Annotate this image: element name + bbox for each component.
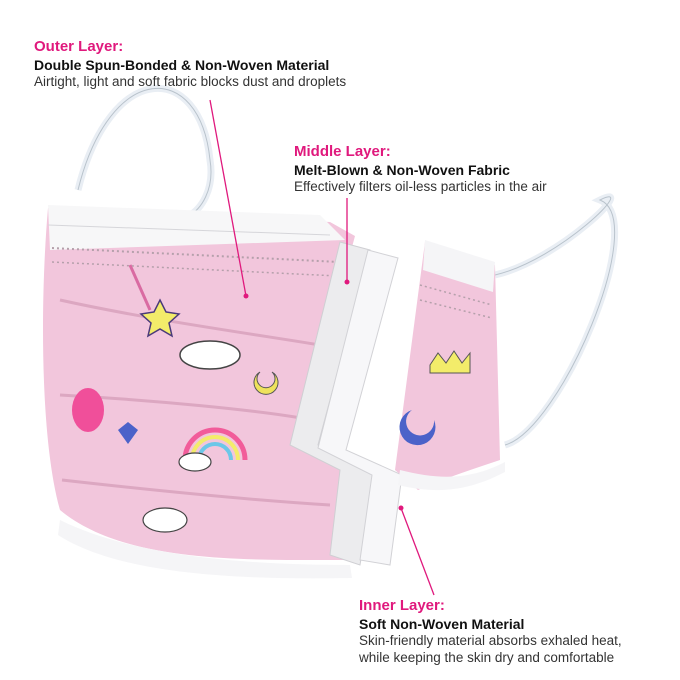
right-ear-loop-outline <box>494 196 616 446</box>
rainbow-print <box>182 427 248 461</box>
right-ear-loop <box>494 193 619 449</box>
middle-layer-heading: Middle Layer: <box>294 143 391 160</box>
inner-layer-subtitle: Soft Non-Woven Material <box>359 615 525 632</box>
inner-layer-callout: Inner Layer: Soft Non-Woven Material Ski… <box>359 597 622 667</box>
star-print <box>139 298 181 338</box>
inner-layer-leader-line <box>400 507 435 596</box>
moon-print-2 <box>399 410 436 446</box>
outer-layer-heading: Outer Layer: <box>34 38 124 55</box>
gem-print <box>118 422 138 444</box>
outer-layer-leader-line <box>209 99 247 297</box>
outer-layer-description: Airtight, light and soft fabric blocks d… <box>34 74 347 90</box>
inner-layer-leader-dot <box>398 505 404 511</box>
moon-print <box>253 371 279 395</box>
mask-print-decorations <box>72 264 279 533</box>
outer-layer-subtitle: Double Spun-Bonded & Non-Woven Material <box>34 56 330 73</box>
middle-layer-subtitle: Melt-Blown & Non-Woven Fabric <box>294 161 510 178</box>
cloud-print <box>179 340 241 370</box>
inner-layer-fabric <box>395 240 505 491</box>
left-ear-loop-outline <box>77 87 212 216</box>
cloud-print-2 <box>178 452 212 472</box>
middle-layer-filter <box>289 241 403 566</box>
left-ear-loop <box>74 84 215 219</box>
balloon-print <box>72 388 104 432</box>
crown-print <box>429 350 471 374</box>
outer-layer-callout: Outer Layer: Double Spun-Bonded & Non-Wo… <box>34 38 346 91</box>
middle-layer-callout: Middle Layer: Melt-Blown & Non-Woven Fab… <box>294 143 547 196</box>
middle-layer-leader-dot <box>344 279 350 285</box>
inner-layer-heading: Inner Layer: <box>359 597 445 614</box>
middle-layer-description: Effectively filters oil-less particles i… <box>294 179 547 195</box>
outer-layer-fabric <box>43 205 360 579</box>
inner-layer-description-line1: Skin-friendly material absorbs exhaled h… <box>359 633 622 649</box>
unicorn-print <box>142 507 188 533</box>
inner-layer-description-line2: while keeping the skin dry and comfortab… <box>359 650 615 666</box>
outer-layer-leader-dot <box>243 293 249 299</box>
